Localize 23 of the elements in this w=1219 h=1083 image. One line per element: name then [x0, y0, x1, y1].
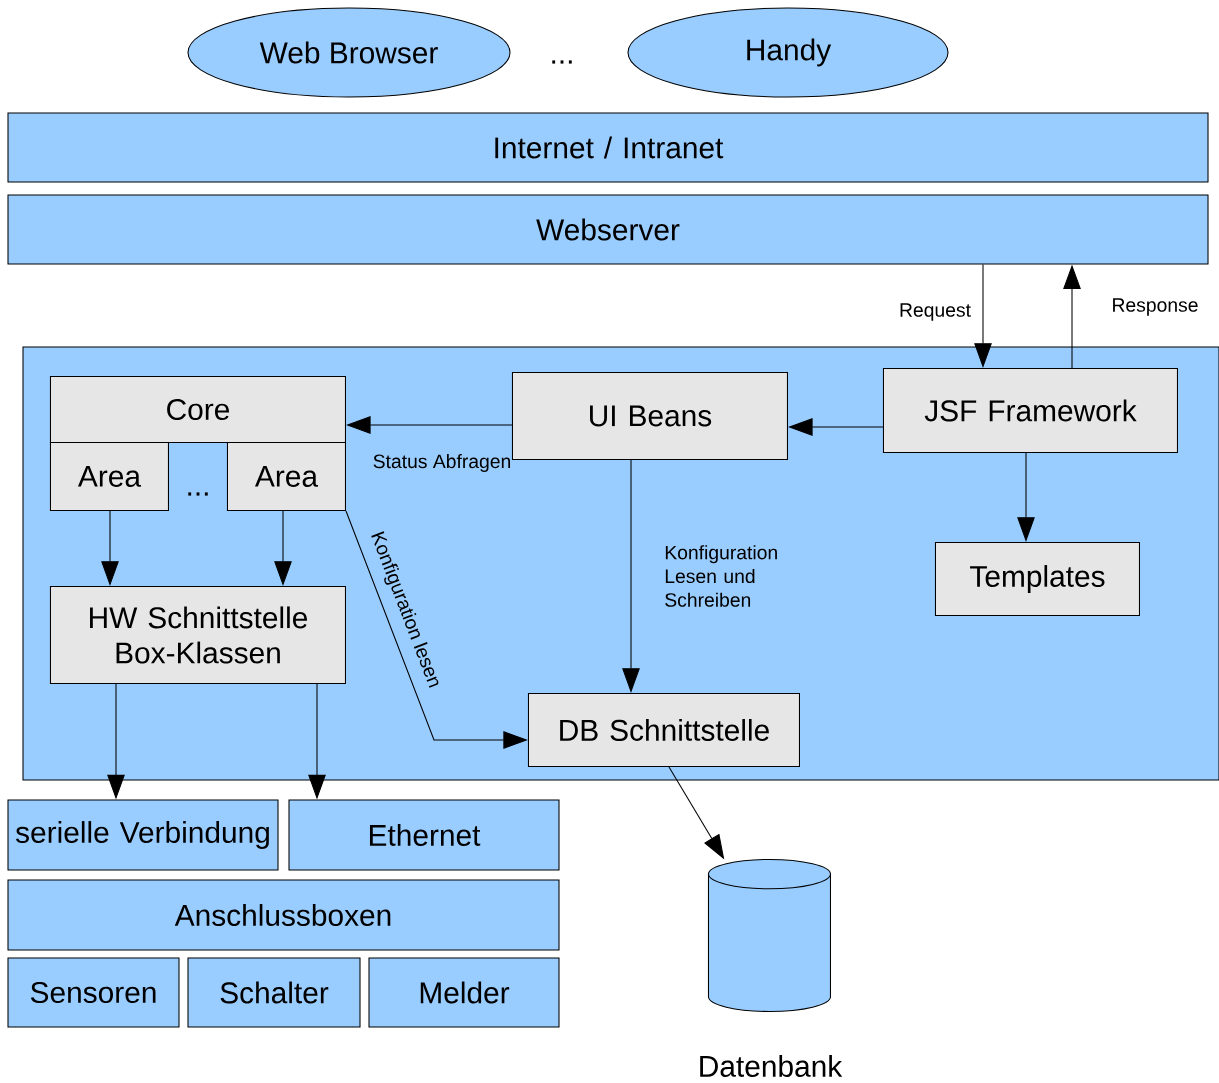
- component-box: DB Schnittstelle: [527, 692, 800, 767]
- edge-label: Request: [900, 303, 971, 321]
- layer-bar: Sensoren: [7, 957, 180, 1028]
- layer-bar: Anschlussboxen: [7, 879, 560, 951]
- edge-label: Status Abfragen: [373, 454, 510, 472]
- caption-text: Datenbank: [700, 1055, 843, 1077]
- layer-bar: Schalter: [187, 957, 361, 1028]
- component-box: Templates: [934, 541, 1140, 616]
- database-cylinder: [707, 858, 831, 1012]
- component-box: JSF Framework: [882, 367, 1178, 453]
- edge-label: Response: [1113, 298, 1198, 316]
- component-box: UI Beans: [511, 371, 788, 460]
- ellipsis-text: ...: [552, 60, 572, 64]
- component-box: HW Schnittstelle Box-Klassen: [49, 585, 346, 684]
- layer-bar: Internet / Intranet: [7, 112, 1209, 183]
- layer-bar: serielle Verbindung: [7, 799, 279, 871]
- layer-bar: Melder: [368, 957, 560, 1028]
- component-box: Area: [226, 441, 346, 511]
- ellipsis-text: ...: [188, 492, 208, 496]
- edge-label: Konfiguration Lesen und Schreiben: [665, 545, 777, 607]
- layer-bar: Ethernet: [288, 799, 560, 871]
- layer-bar: Webserver: [7, 194, 1209, 265]
- component-box: Area: [49, 441, 169, 511]
